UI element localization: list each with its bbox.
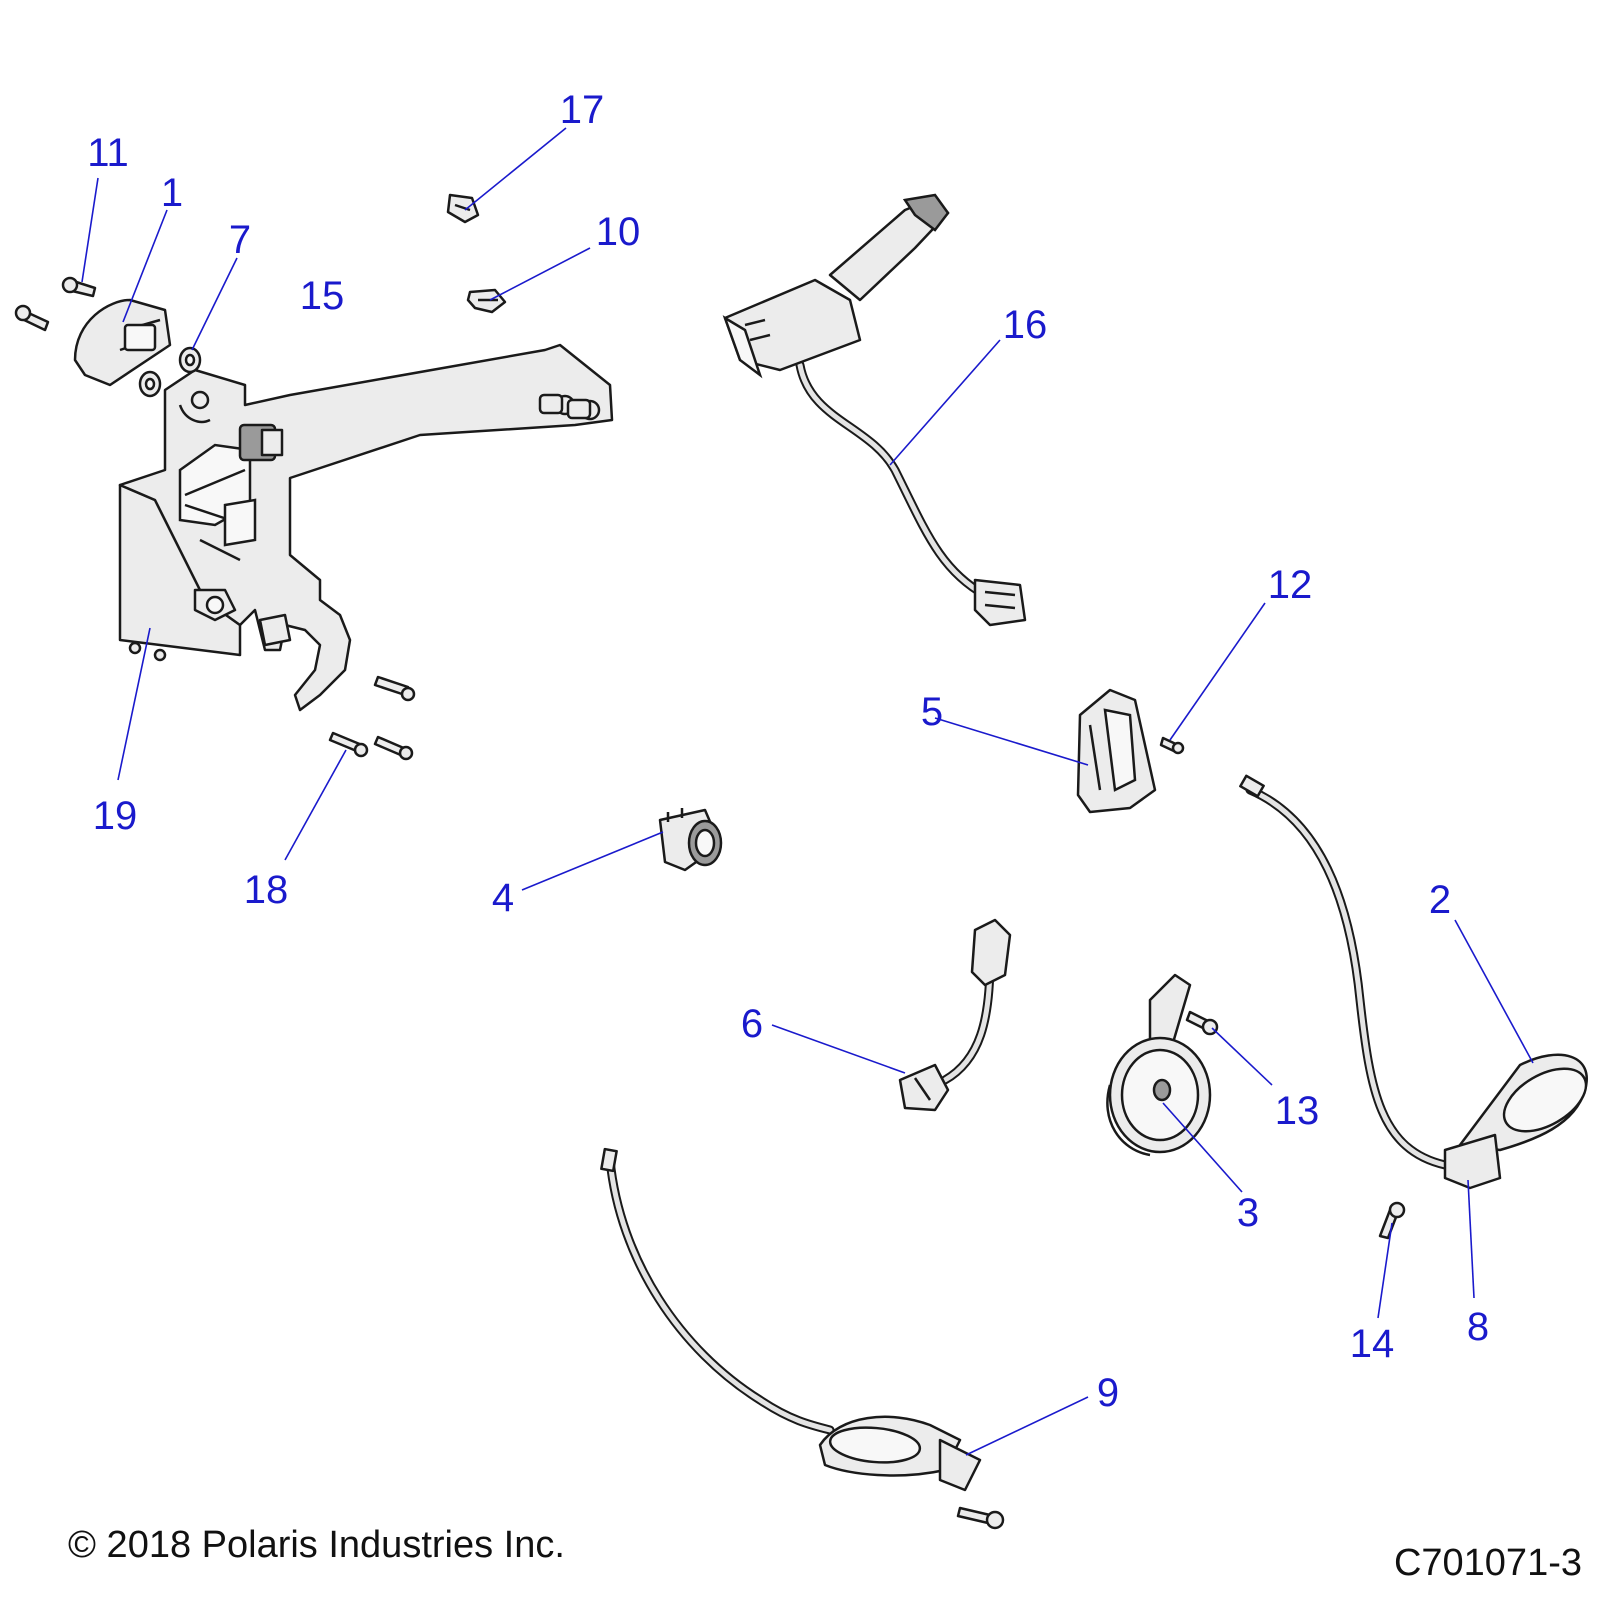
screw-11 xyxy=(61,276,97,298)
bushing-7 xyxy=(138,346,202,398)
callout-15: 15 xyxy=(299,274,345,318)
callout-8: 8 xyxy=(1466,1305,1490,1349)
callout-16: 16 xyxy=(1002,303,1048,347)
copyright-notice: © 2018 Polaris Industries Inc. xyxy=(68,1524,565,1566)
multi-function-switch xyxy=(722,193,1027,627)
clip-10 xyxy=(466,288,507,314)
connector-harness xyxy=(898,918,1012,1112)
leader-lines xyxy=(81,127,1534,1456)
callout-10: 10 xyxy=(595,210,641,254)
turn-lamp-right xyxy=(1239,774,1588,1190)
callout-12: 12 xyxy=(1267,563,1313,607)
callout-3: 3 xyxy=(1236,1191,1260,1235)
callout-7: 7 xyxy=(228,218,252,262)
callout-18: 18 xyxy=(243,868,289,912)
drawing-number: C701071-3 xyxy=(1393,1542,1582,1584)
callout-5: 5 xyxy=(920,690,944,734)
screw-12 xyxy=(1159,736,1185,755)
callout-17: 17 xyxy=(559,88,605,132)
screw-13 xyxy=(1185,1010,1219,1036)
mounting-bracket xyxy=(118,343,614,712)
screw-9 xyxy=(956,1506,1005,1530)
horn xyxy=(1106,973,1212,1157)
clip-17 xyxy=(446,193,480,224)
callout-13: 13 xyxy=(1274,1089,1320,1133)
callout-14: 14 xyxy=(1349,1322,1395,1366)
switch-cover xyxy=(1076,688,1157,814)
callout-4: 4 xyxy=(491,876,515,920)
callout-1: 1 xyxy=(160,171,184,215)
screw-left xyxy=(14,304,50,332)
turn-lamp-left xyxy=(600,1147,982,1492)
callout-19: 19 xyxy=(92,794,138,838)
callout-11: 11 xyxy=(87,131,129,175)
flasher-relay xyxy=(658,808,723,872)
screws-18 xyxy=(328,675,416,761)
callout-6: 6 xyxy=(740,1002,764,1046)
switch-housing xyxy=(73,298,172,387)
screw-14 xyxy=(1378,1201,1406,1240)
callout-9: 9 xyxy=(1096,1371,1120,1415)
callout-2: 2 xyxy=(1428,878,1452,922)
